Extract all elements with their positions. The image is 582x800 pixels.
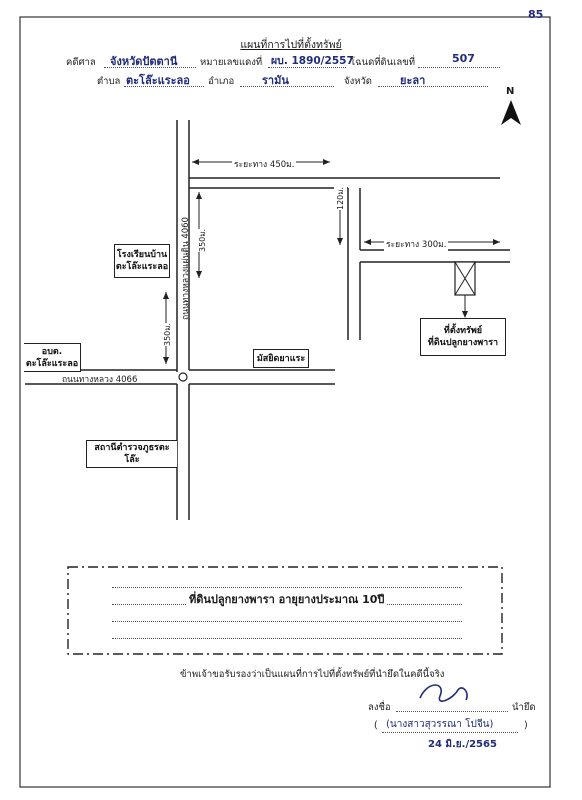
north-label: N bbox=[506, 86, 515, 97]
case-label: หมายเลขแดงที่ bbox=[200, 57, 263, 68]
police-station-label: สถานีตำรวจภูธรตะโล๊ะ bbox=[86, 440, 177, 468]
province-label: จังหวัด bbox=[344, 76, 372, 87]
page-title: แผนที่การไปที่ตั้งทรัพย์ bbox=[240, 39, 342, 51]
signature-date: 24 มิ.ย./2565 bbox=[428, 739, 497, 750]
distance-mid-label: ระยะทาง 300ม. bbox=[384, 237, 449, 251]
north-arrow bbox=[501, 100, 521, 125]
subdistrict-label: ตำบล bbox=[97, 76, 121, 87]
district-label: อำเภอ bbox=[208, 76, 235, 87]
road-4066-label: ถนนทางหลวง 4066 bbox=[62, 375, 138, 385]
role-label: นำยึด bbox=[512, 702, 536, 713]
court-value: จังหวัดปัตตานี bbox=[110, 55, 178, 68]
distance-top-label: ระยะทาง 450ม. bbox=[232, 157, 297, 171]
mosque-label: มัสยิดยาแระ bbox=[253, 349, 309, 368]
case-value: ผบ. 1890/2557 bbox=[271, 55, 354, 67]
distance-350-lower-label: 350ม. bbox=[161, 322, 174, 346]
deed-value: 507 bbox=[452, 52, 475, 65]
road-4060-label: ถนนทางหลวงแผ่นดิน 4060 bbox=[181, 217, 191, 320]
province-value: ยะลา bbox=[400, 74, 426, 87]
property-label: ที่ตั้งทรัพย์ที่ดินปลูกยางพารา bbox=[420, 318, 506, 356]
page-frame bbox=[19, 16, 551, 788]
sign-label: ลงชื่อ bbox=[368, 702, 391, 713]
subdistrict-value: ตะโล๊ะแระลอ bbox=[126, 74, 190, 87]
distance-120-label: 120ม. bbox=[334, 186, 347, 210]
obt-label: อบต.ตะโล๊ะแระลอ bbox=[24, 343, 81, 372]
court-label: คดีศาล bbox=[66, 57, 96, 68]
junction-marker bbox=[178, 372, 188, 382]
signer-name: (นางสาวสุวรรณา โปจีน) bbox=[386, 719, 494, 730]
school-label: โรงเรียนบ้านตะโล๊ะแระลอ bbox=[114, 244, 170, 278]
corner-mark: 85 bbox=[528, 8, 544, 21]
distance-350-upper-label: 350ม. bbox=[196, 228, 209, 252]
deed-label: โฉนดที่ดินเลขที่ bbox=[350, 57, 415, 68]
note-frame bbox=[67, 566, 503, 655]
certification-text: ข้าพเจ้าขอรับรองว่าเป็นแผนที่การไปที่ตั้… bbox=[180, 669, 445, 680]
note-text: ที่ดินปลูกยางพารา อายุยางประมาณ 10ปี bbox=[186, 590, 388, 608]
signature-scribble bbox=[419, 684, 468, 702]
district-value: รามัน bbox=[262, 74, 289, 87]
